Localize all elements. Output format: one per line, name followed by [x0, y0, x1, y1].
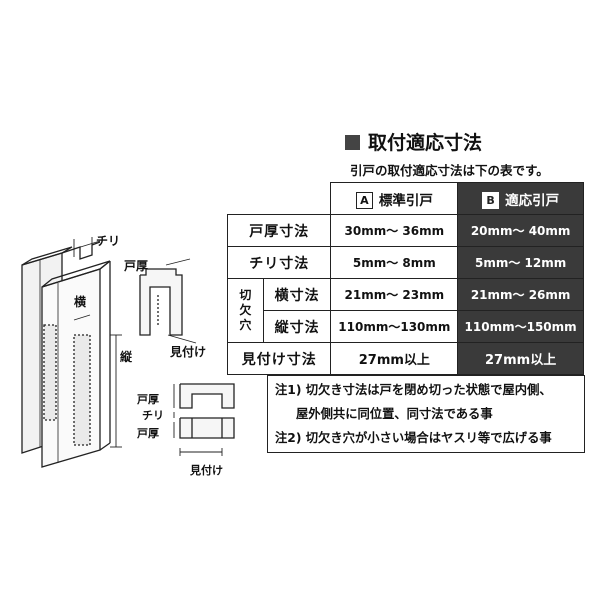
- totsu-label: 戸厚: [124, 259, 149, 273]
- row-label: チリ寸法: [226, 246, 332, 279]
- profile-mitsuke-label: 見付け: [190, 464, 223, 477]
- table-row: 縦寸法 110mm〜130mm 110mm〜150mm: [228, 310, 584, 343]
- row-label: 縦寸法: [262, 310, 332, 343]
- yoko-label: 横: [74, 295, 87, 309]
- row-label: 横寸法: [262, 278, 332, 311]
- badge-b: B: [482, 191, 500, 209]
- profile-totsu-top-label: 戸厚: [137, 393, 159, 406]
- tate-label: 縦: [120, 350, 133, 364]
- table-row: 戸厚寸法 30mm〜 36mm 20mm〜 40mm: [226, 214, 584, 247]
- profile-cross-section: [173, 383, 235, 456]
- note-1: 注1) 切欠き寸法は戸を閉め切った状態で屋内側、: [275, 383, 552, 397]
- adapted-value: 5mm〜 12mm: [457, 246, 584, 279]
- standard-value: 30mm〜 36mm: [330, 214, 459, 247]
- adapted-value: 110mm〜150mm: [457, 310, 584, 343]
- table-row: 見付け寸法 27mm以上 27mm以上: [226, 342, 584, 375]
- table-row: チリ寸法 5mm〜 8mm 5mm〜 12mm: [226, 246, 584, 279]
- standard-value: 110mm〜130mm: [330, 310, 459, 343]
- group-label-kirikaki: 切欠穴: [227, 278, 264, 343]
- standard-value: 27mm以上: [330, 342, 459, 375]
- notes-box: 注1) 切欠き寸法は戸を閉め切った状態で屋内側、 屋外側共に同位置、同寸法である…: [267, 375, 585, 453]
- adapted-value: 27mm以上: [457, 342, 584, 375]
- note-1-continued: 屋外側共に同位置、同寸法である事: [296, 407, 493, 421]
- badge-a: A: [355, 191, 373, 209]
- section-subtitle: 引戸の取付適応寸法は下の表です。: [350, 163, 549, 178]
- note-2: 注2) 切欠き穴が小さい場合はヤスリ等で広げる事: [275, 431, 552, 445]
- section-title: 取付適応寸法: [345, 128, 482, 155]
- profile-totsu-bottom-label: 戸厚: [137, 427, 159, 440]
- standard-value: 5mm〜 8mm: [330, 246, 459, 279]
- table-row: 切欠穴 横寸法 21mm〜 23mm 21mm〜 26mm: [227, 278, 584, 343]
- row-label: 見付け寸法: [226, 342, 332, 375]
- standard-value: 21mm〜 23mm: [330, 278, 459, 311]
- adapted-value: 20mm〜 40mm: [457, 214, 584, 247]
- door-frame-illustration: [21, 237, 197, 468]
- profile-chiri-label: チリ: [142, 409, 164, 422]
- chiri-label: チリ: [96, 234, 121, 248]
- adapted-value: 21mm〜 26mm: [457, 278, 584, 311]
- row-label: 戸厚寸法: [226, 214, 332, 247]
- square-bullet-icon: [345, 135, 360, 150]
- mitsuke-label: 見付け: [170, 345, 207, 359]
